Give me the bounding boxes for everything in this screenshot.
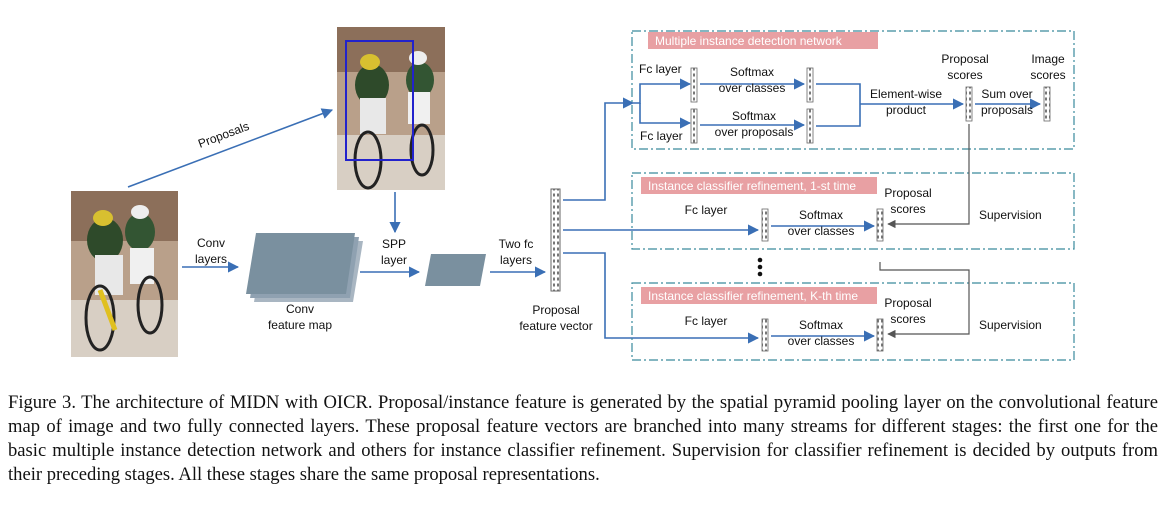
midn-vec-3 <box>806 67 814 103</box>
refine-k-scores-1: Proposal <box>884 296 931 310</box>
refine-1-vec-1 <box>761 208 769 242</box>
refine-1-banner <box>641 177 877 194</box>
sum-over-1: Sum over <box>981 87 1032 101</box>
refine-1-fc-layer: Fc layer <box>685 203 728 217</box>
refine-1-scores-2: scores <box>890 202 925 216</box>
proposals-label: Proposals <box>196 119 251 151</box>
two-fc-label-1: Two fc <box>499 237 534 251</box>
softmax-classes-2: over classes <box>719 81 786 95</box>
supervision-arrow-k <box>879 262 970 339</box>
architecture-diagram: Proposals Conv layers Conv feature map S… <box>71 27 1075 361</box>
fc-layer-bottom: Fc layer <box>640 129 683 143</box>
midn-fc-top-arrow <box>633 78 692 104</box>
ellipsis-dots <box>757 257 763 277</box>
sum-over-2: proposals <box>981 103 1033 117</box>
refine-k-scores-2: scores <box>890 312 925 326</box>
refine-1-scores-1: Proposal <box>884 186 931 200</box>
refine-k-fc-layer: Fc layer <box>685 314 728 328</box>
conv-feature-map <box>246 233 363 302</box>
refine-1-softmax-1: Softmax <box>799 208 843 222</box>
refine-k-vec-2 <box>876 318 884 352</box>
figure-caption: Figure 3. The architecture of MIDN with … <box>8 392 1158 485</box>
conv-feature-map-label-2: feature map <box>268 318 332 332</box>
midn-banner <box>648 32 878 49</box>
refine-k-vec-1 <box>761 318 769 352</box>
supervision-1: Supervision <box>979 208 1042 222</box>
fc-layer-top: Fc layer <box>639 62 682 76</box>
input-image <box>71 191 178 357</box>
conv-layers-label-2: layers <box>195 252 227 266</box>
image-scores-1: Image <box>1031 52 1065 66</box>
proposal-image <box>337 27 445 190</box>
supervision-arrow-1 <box>887 124 970 229</box>
branch-refine-k <box>563 252 760 344</box>
branch-midn <box>563 97 635 201</box>
spp-feature <box>425 254 486 286</box>
midn-vec-2 <box>690 108 698 144</box>
refine-1-vec-2 <box>876 208 884 242</box>
element-wise-1: Element-wise <box>870 87 942 101</box>
proposal-scores-top-1: Proposal <box>941 52 988 66</box>
refine-k-softmax-2: over classes <box>788 334 855 348</box>
conv-feature-map-label-1: Conv <box>286 302 314 316</box>
refine-k-softmax-1: Softmax <box>799 318 843 332</box>
proposal-scores-vec <box>965 86 973 122</box>
feature-vector-label-1: Proposal <box>532 303 579 317</box>
softmax-proposals-2: over proposals <box>715 125 794 139</box>
proposal-scores-top-2: scores <box>947 68 982 82</box>
image-scores-2: scores <box>1030 68 1065 82</box>
feature-vector-label-2: feature vector <box>519 319 592 333</box>
proposals-arrow <box>127 108 334 188</box>
proposal-bbox <box>345 40 414 161</box>
midn-vec-1 <box>690 67 698 103</box>
image-scores-vec <box>1043 86 1051 122</box>
merge-lines <box>816 83 861 127</box>
spp-label-2: layer <box>381 253 407 267</box>
midn-vec-4 <box>806 108 814 144</box>
midn-box <box>631 30 1075 150</box>
softmax-proposals-1: Softmax <box>732 109 776 123</box>
two-fc-label-2: layers <box>500 253 532 267</box>
refine-1-box <box>631 172 1075 250</box>
supervision-k: Supervision <box>979 318 1042 332</box>
refine-k-box <box>631 282 1075 361</box>
refine-1-banner-text: Instance classifier refinement, 1-st tim… <box>648 179 856 193</box>
conv-layers-label-1: Conv <box>197 236 225 250</box>
refine-1-softmax-2: over classes <box>788 224 855 238</box>
refine-k-banner <box>641 287 877 304</box>
proposal-feature-vector <box>550 188 561 292</box>
refine-k-banner-text: Instance classifier refinement, K-th tim… <box>648 289 858 303</box>
element-wise-2: product <box>886 103 927 117</box>
midn-fc-bottom-arrow <box>639 103 692 129</box>
spp-label-1: SPP <box>382 237 406 251</box>
softmax-classes-1: Softmax <box>730 65 774 79</box>
midn-banner-text: Multiple instance detection network <box>655 34 843 48</box>
